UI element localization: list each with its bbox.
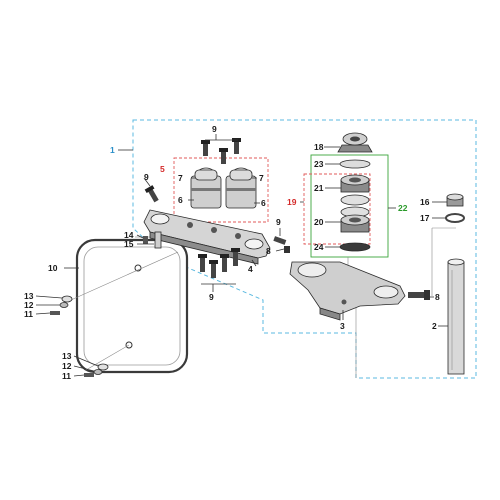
callout-20: 20 xyxy=(314,217,324,227)
callout-21: 21 xyxy=(314,183,324,193)
callout-7a: 7 xyxy=(178,173,183,183)
callout-12b: 12 xyxy=(62,361,72,371)
bearing-part-20 xyxy=(340,206,370,233)
steering-stem-part-2 xyxy=(447,258,465,375)
fasteners-upper xyxy=(50,295,73,315)
callout-10: 10 xyxy=(48,263,58,273)
callout-13a: 13 xyxy=(24,291,34,301)
lower-triple-clamp-part-3 xyxy=(289,261,406,321)
callout-4: 4 xyxy=(248,264,253,274)
top-triple-clamp-part-4 xyxy=(143,209,271,265)
callout-6b: 6 xyxy=(261,198,266,208)
callout-18: 18 xyxy=(314,142,324,152)
callout-11b: 11 xyxy=(62,371,71,381)
callout-7b: 7 xyxy=(259,173,264,183)
callout-9d: 9 xyxy=(276,217,281,227)
fasteners-lower xyxy=(84,363,109,377)
top-nut-part-18 xyxy=(337,132,373,153)
mounting-plate-part-10 xyxy=(75,238,189,374)
callout-8b: 8 xyxy=(435,292,440,302)
ring-part-17 xyxy=(445,213,465,223)
leader-lines xyxy=(35,134,448,377)
bolt-8-lower xyxy=(408,290,430,300)
cap-nut-part-16 xyxy=(446,193,464,207)
bearing-part-21 xyxy=(340,174,370,193)
bracket-part-14 xyxy=(143,231,162,249)
seal-part-24 xyxy=(339,242,371,252)
callout-12a: 12 xyxy=(24,300,34,310)
race-part-21b xyxy=(340,194,370,206)
callout-5: 5 xyxy=(160,164,165,174)
riser-clamp-right xyxy=(225,167,257,209)
callout-19: 19 xyxy=(287,197,297,207)
riser-clamp-left xyxy=(190,167,222,209)
callout-13b: 13 xyxy=(62,351,72,361)
callout-6a: 6 xyxy=(178,195,183,205)
callout-11a: 11 xyxy=(24,309,33,319)
callout-22: 22 xyxy=(398,203,408,213)
callout-9a: 9 xyxy=(212,124,217,134)
callout-23: 23 xyxy=(314,159,324,169)
callout-9c: 9 xyxy=(209,292,214,302)
callout-15: 15 xyxy=(124,239,134,249)
callout-8a: 8 xyxy=(266,246,271,256)
group-19-outline xyxy=(303,173,371,245)
guide-line xyxy=(85,344,130,371)
washer-part-23 xyxy=(339,159,371,169)
bolt-9-left xyxy=(144,185,159,203)
group-22-outline xyxy=(310,154,389,258)
callout-9b: 9 xyxy=(144,172,149,182)
callout-17: 17 xyxy=(420,213,430,223)
bolts-9-top xyxy=(201,138,241,164)
bolts-9-bottom xyxy=(198,248,240,278)
callout-1: 1 xyxy=(110,145,115,155)
callout-14: 14 xyxy=(124,230,134,240)
guide-line xyxy=(61,251,179,305)
callout-2: 2 xyxy=(432,321,437,331)
callout-3: 3 xyxy=(340,321,345,331)
bolt-9-right xyxy=(273,236,290,253)
assembly-1-outline xyxy=(132,119,477,379)
callout-24: 24 xyxy=(314,242,324,252)
callout-16: 16 xyxy=(420,197,430,207)
